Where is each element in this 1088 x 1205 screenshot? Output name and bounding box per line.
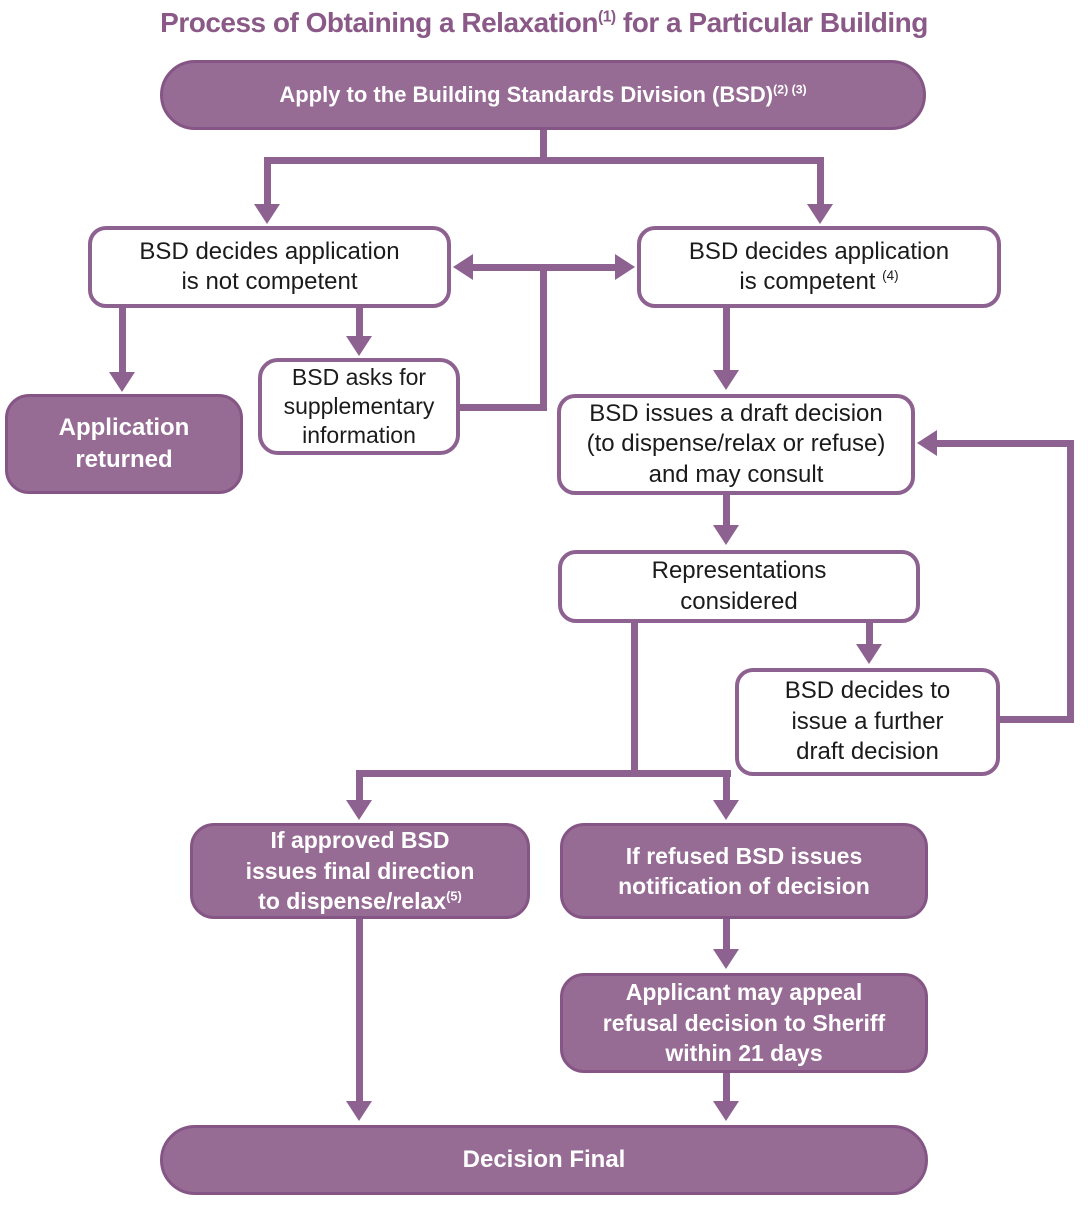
appeal-line2: refusal decision to Sheriff xyxy=(602,1009,886,1036)
node-competent: BSD decides application is competent (4) xyxy=(637,226,1001,308)
connector-feedback-top xyxy=(935,440,1074,447)
not-competent-line2: is not competent xyxy=(181,268,358,295)
appeal-line3: within 21 days xyxy=(665,1040,823,1067)
appeal-line1: Applicant may appeal xyxy=(625,979,863,1006)
connector-to-supplementary xyxy=(356,308,363,338)
supplementary-line1: BSD asks for xyxy=(291,363,427,390)
connector-representations-down xyxy=(631,623,638,777)
connector-supplementary-elbow xyxy=(460,404,547,411)
approved-line2: issues final direction xyxy=(245,857,475,884)
returned-line1: Application xyxy=(58,414,190,442)
apply-footnotes: (2) (3) xyxy=(773,83,807,98)
connector-apply-stem xyxy=(540,130,547,164)
connector-to-draft xyxy=(723,308,730,372)
approved-line1: If approved BSD xyxy=(270,827,450,854)
competent-line2: is competent (4) xyxy=(739,268,899,295)
arrowhead-double-left xyxy=(453,254,473,280)
connector-supplementary-up xyxy=(540,264,547,411)
page-title: Process of Obtaining a Relaxation(1) for… xyxy=(0,7,1088,39)
draft-line1: BSD issues a draft decision xyxy=(589,399,883,427)
node-draft-decision: BSD issues a draft decision (to dispense… xyxy=(557,394,915,495)
connector-appeal-to-final xyxy=(723,1073,730,1103)
connector-to-approved xyxy=(356,770,363,802)
draft-line2: (to dispense/relax or refuse) xyxy=(586,430,886,458)
title-footnote-1: (1) xyxy=(598,8,616,26)
node-decision-final: Decision Final xyxy=(160,1125,928,1195)
arrowhead-to-refused xyxy=(713,800,739,820)
arrowhead-to-appeal xyxy=(713,949,739,969)
arrowhead-to-competent xyxy=(807,204,833,224)
competent-footnote: (4) xyxy=(882,268,899,283)
connector-to-appeal xyxy=(723,919,730,951)
arrowhead-approved-to-final xyxy=(346,1101,372,1121)
connector-outcome-branch xyxy=(356,770,731,777)
arrowhead-to-representations xyxy=(713,525,739,545)
node-appeal: Applicant may appeal refusal decision to… xyxy=(560,973,928,1073)
arrowhead-to-further-draft xyxy=(856,644,882,664)
further-draft-line3: draft decision xyxy=(796,738,939,766)
further-draft-line1: BSD decides to xyxy=(784,677,951,705)
arrowhead-to-returned xyxy=(109,372,135,392)
node-approved: If approved BSD issues final direction t… xyxy=(190,823,530,919)
representations-line1: Representations xyxy=(651,557,827,585)
not-competent-line1: BSD decides application xyxy=(139,237,400,265)
connector-to-further-draft xyxy=(866,623,873,646)
supplementary-line2: supplementary xyxy=(283,392,435,419)
node-not-competent: BSD decides application is not competent xyxy=(88,226,451,308)
arrowhead-to-supplementary xyxy=(346,336,372,356)
supplementary-line3: information xyxy=(302,422,416,449)
connector-apply-branch xyxy=(264,157,824,164)
approved-footnote: (5) xyxy=(446,888,462,904)
title-text: Process of Obtaining a Relaxation xyxy=(160,7,598,38)
arrowhead-appeal-to-final xyxy=(713,1101,739,1121)
competent-line1: BSD decides application xyxy=(688,237,950,265)
arrowhead-feedback-into-draft xyxy=(917,430,937,456)
refused-line1: If refused BSD issues xyxy=(625,842,863,869)
connector-to-returned xyxy=(119,308,126,374)
refused-line2: notification of decision xyxy=(618,873,870,899)
node-apply-label: Apply to the Building Standards Division… xyxy=(279,82,807,108)
connector-to-refused xyxy=(723,770,730,802)
node-apply-bsd: Apply to the Building Standards Division… xyxy=(160,60,926,130)
arrowhead-to-draft xyxy=(713,370,739,390)
node-supplementary-info: BSD asks for supplementary information xyxy=(258,358,460,455)
arrowhead-to-approved xyxy=(346,800,372,820)
arrowhead-to-not-competent xyxy=(254,204,280,224)
node-further-draft: BSD decides to issue a further draft dec… xyxy=(735,668,1000,776)
title-text-end: for a Particular Building xyxy=(615,7,928,38)
connector-to-not-competent xyxy=(264,157,271,206)
connector-feedback-bottom xyxy=(1000,716,1074,723)
connector-to-competent xyxy=(817,157,824,206)
further-draft-line2: issue a further xyxy=(791,707,944,735)
representations-line2: considered xyxy=(680,587,798,615)
connector-approved-to-final xyxy=(356,919,363,1103)
arrowhead-double-right xyxy=(615,254,635,280)
node-refused: If refused BSD issues notification of de… xyxy=(560,823,928,919)
node-representations: Representations considered xyxy=(558,550,920,623)
draft-line3: and may consult xyxy=(648,460,824,488)
decision-final-label: Decision Final xyxy=(462,1146,626,1174)
returned-line2: returned xyxy=(75,446,173,473)
node-application-returned: Application returned xyxy=(5,394,243,494)
connector-feedback-right xyxy=(1067,440,1074,723)
approved-line3: to dispense/relax(5) xyxy=(258,888,462,915)
connector-to-representations xyxy=(723,495,730,527)
